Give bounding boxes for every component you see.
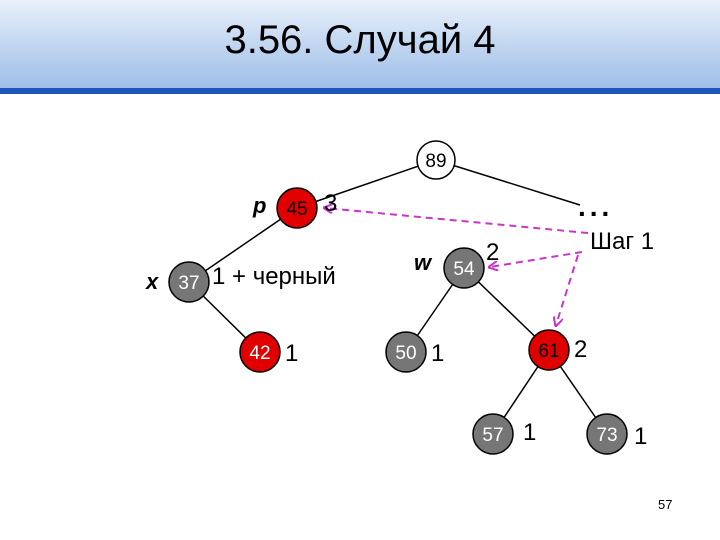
node-89: 89 <box>416 140 456 180</box>
node-45: 45 <box>276 187 318 229</box>
node-37: 37 <box>168 261 210 303</box>
node-61: 61 <box>528 329 570 371</box>
side-label-61: 2 <box>574 336 587 363</box>
node-57-key: 57 <box>482 425 503 446</box>
node-89-key: 89 <box>425 151 446 172</box>
side-label-54: 2 <box>486 239 499 266</box>
node-73-key: 73 <box>596 425 617 446</box>
side-label-45: 3 <box>324 190 337 217</box>
side-label-57: 1 <box>523 419 536 446</box>
node-42: 42 <box>239 331 281 373</box>
edge-89-ellipsis <box>435 159 581 206</box>
edge-89-45 <box>296 159 437 209</box>
slide-title: 3.56. Случай 4 <box>224 18 496 62</box>
label-p: p <box>252 193 266 218</box>
node-45-key: 45 <box>286 199 307 220</box>
node-61-key: 61 <box>538 341 559 362</box>
page-number: 57 <box>658 497 673 512</box>
slide-header <box>0 0 720 92</box>
side-label-42: 1 <box>285 340 298 367</box>
node-54: 54 <box>443 247 485 289</box>
node-50-key: 50 <box>395 343 416 364</box>
label-w: w <box>414 250 433 275</box>
label-x: x <box>145 269 159 294</box>
node-50: 50 <box>385 331 427 373</box>
step-label: Шаг 1 <box>590 228 654 255</box>
dashed-arrow-to-54 <box>490 251 583 267</box>
node-54-key: 54 <box>453 259 475 280</box>
ellipsis-label: ... <box>578 191 613 222</box>
side-label-37: 1 + черный <box>212 263 336 290</box>
header-underline <box>0 88 720 94</box>
node-42-key: 42 <box>249 343 270 364</box>
node-57: 57 <box>472 413 514 455</box>
dashed-arrow-to-45 <box>325 208 589 234</box>
dashed-arrow-to-61 <box>556 254 579 325</box>
node-73: 73 <box>586 413 628 455</box>
edge-45-37 <box>188 207 298 283</box>
side-label-50: 1 <box>431 340 444 367</box>
side-label-73: 1 <box>634 423 647 450</box>
node-37-key: 37 <box>178 273 199 294</box>
